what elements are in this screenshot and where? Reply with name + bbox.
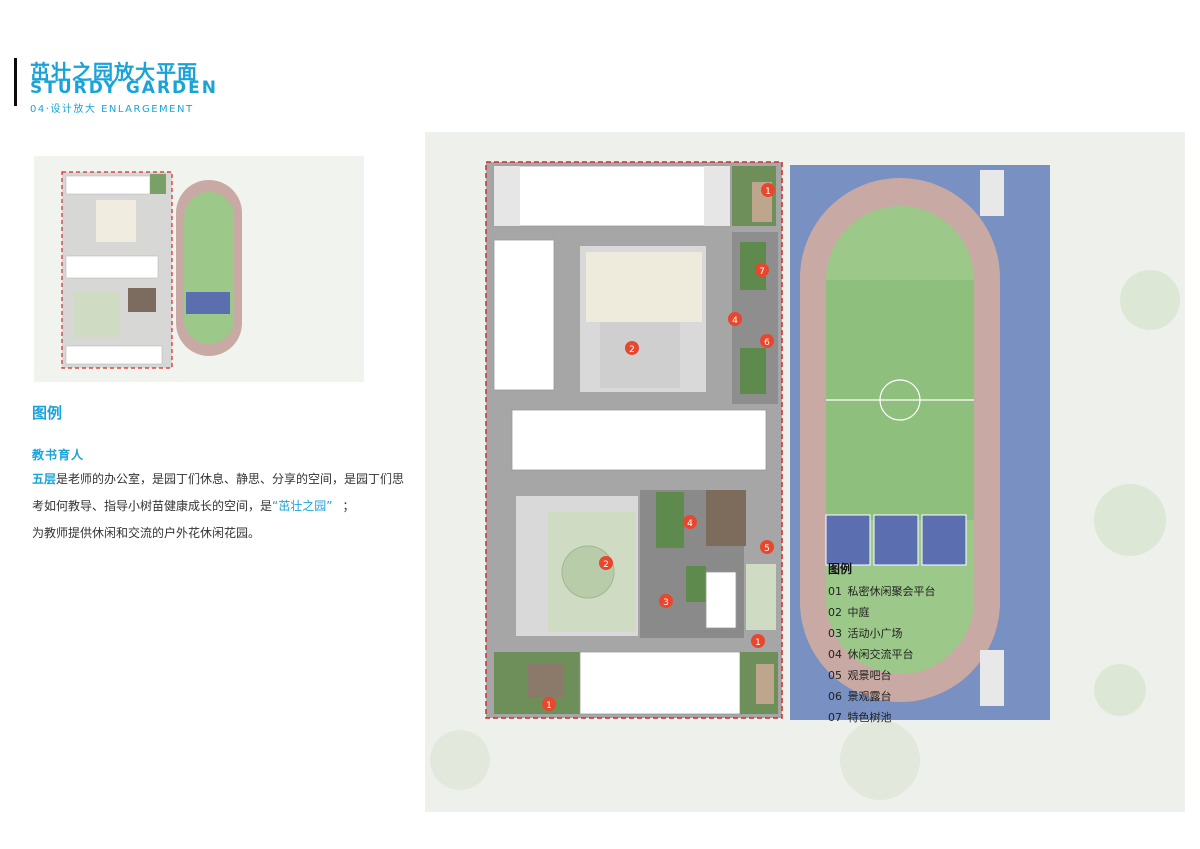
design-boundary xyxy=(485,161,783,719)
key-item-number: 05 xyxy=(828,669,842,682)
svg-text:4: 4 xyxy=(687,519,693,529)
marker-atrium-lower: 2 xyxy=(599,556,613,570)
marker-tree-pool: 7 xyxy=(755,263,769,277)
key-item-number: 04 xyxy=(828,648,842,661)
svg-text:4: 4 xyxy=(732,316,738,326)
svg-text:1: 1 xyxy=(765,187,771,197)
key-item-number: 02 xyxy=(828,606,842,619)
plan-key: 图例 01 私密休闲聚会平台 02 中庭 03 活动小广场 04 休闲交流平台 … xyxy=(828,560,936,728)
svg-text:7: 7 xyxy=(759,267,765,277)
description-line-2: 考如何教导、指导小树苗健康成长的空间，是“茁壮之园” ； xyxy=(32,497,354,514)
court-3 xyxy=(921,514,967,566)
svg-text:1: 1 xyxy=(755,638,761,648)
svg-text:1: 1 xyxy=(546,701,552,711)
description-line-2-end: ； xyxy=(342,499,355,513)
key-plan-thumbnail xyxy=(34,156,364,382)
marker-private-platform-top: 1 xyxy=(761,183,775,197)
page-subtitle: 04·设计放大 ENLARGEMENT xyxy=(30,104,194,115)
page-title: 茁壮之园放大平面 xyxy=(30,60,198,84)
plan-markers: 1 7 4 6 2 4 2 3 xyxy=(542,183,775,711)
legend-subheading: 教书育人 xyxy=(32,448,85,462)
court-2 xyxy=(873,514,919,566)
key-item-number: 01 xyxy=(828,585,842,598)
marker-private-platform-bottom: 1 xyxy=(542,697,556,711)
key-item: 03 活动小广场 xyxy=(828,623,936,644)
key-item-label: 休闲交流平台 xyxy=(847,648,914,661)
svg-text:2: 2 xyxy=(603,560,609,570)
tree-pool-lower xyxy=(740,348,766,394)
svg-text:6: 6 xyxy=(764,338,770,348)
main-site-plan xyxy=(425,132,1185,812)
description-line-1-text: 是老师的办公室，是园丁们休息、静思、分享的空间，是园丁们思 xyxy=(56,472,405,486)
description-line-2-text: 考如何教导、指导小树苗健康成长的空间，是 xyxy=(32,499,273,513)
page-title-english: STURDY GARDEN xyxy=(30,78,218,98)
svg-text:2: 2 xyxy=(629,345,635,355)
marker-viewing-bar: 5 xyxy=(760,540,774,554)
key-item-label: 景观露台 xyxy=(847,690,892,703)
key-item-label: 观景吧台 xyxy=(847,669,892,682)
courtyard-atrium-upper xyxy=(586,252,702,322)
marker-leisure-platform-upper: 4 xyxy=(728,312,742,326)
key-item-number: 06 xyxy=(828,690,842,703)
description-floor: 五层 xyxy=(32,472,57,486)
court-1 xyxy=(825,514,871,566)
description-line-1: 五层是老师的办公室，是园丁们休息、静思、分享的空间，是园丁们思 xyxy=(32,470,404,487)
key-item: 07 特色树池 xyxy=(828,707,936,728)
key-item: 04 休闲交流平台 xyxy=(828,644,936,665)
key-item-label: 活动小广场 xyxy=(847,627,903,640)
marker-private-platform-right: 1 xyxy=(751,634,765,648)
svg-text:5: 5 xyxy=(764,544,770,554)
key-item-number: 07 xyxy=(828,711,842,724)
key-item-label: 特色树池 xyxy=(847,711,892,724)
key-item-label: 私密休闲聚会平台 xyxy=(847,585,936,598)
legend-heading: 图例 xyxy=(32,404,63,422)
marker-leisure-platform-lower: 4 xyxy=(683,515,697,529)
key-item-number: 03 xyxy=(828,627,842,640)
title-accent-bar xyxy=(14,58,17,106)
key-title: 图例 xyxy=(828,562,853,576)
marker-activity-plaza: 3 xyxy=(659,594,673,608)
marker-landscape-terrace: 6 xyxy=(760,334,774,348)
key-item: 02 中庭 xyxy=(828,602,936,623)
key-item: 06 景观露台 xyxy=(828,686,936,707)
key-item: 05 观景吧台 xyxy=(828,665,936,686)
description-garden-name: “茁壮之园” xyxy=(272,499,333,513)
key-item-label: 中庭 xyxy=(847,606,870,619)
svg-text:3: 3 xyxy=(663,598,669,608)
key-item: 01 私密休闲聚会平台 xyxy=(828,581,936,602)
marker-atrium-upper: 2 xyxy=(625,341,639,355)
description-line-3: 为教师提供休闲和交流的户外花休闲花园。 xyxy=(32,526,261,540)
